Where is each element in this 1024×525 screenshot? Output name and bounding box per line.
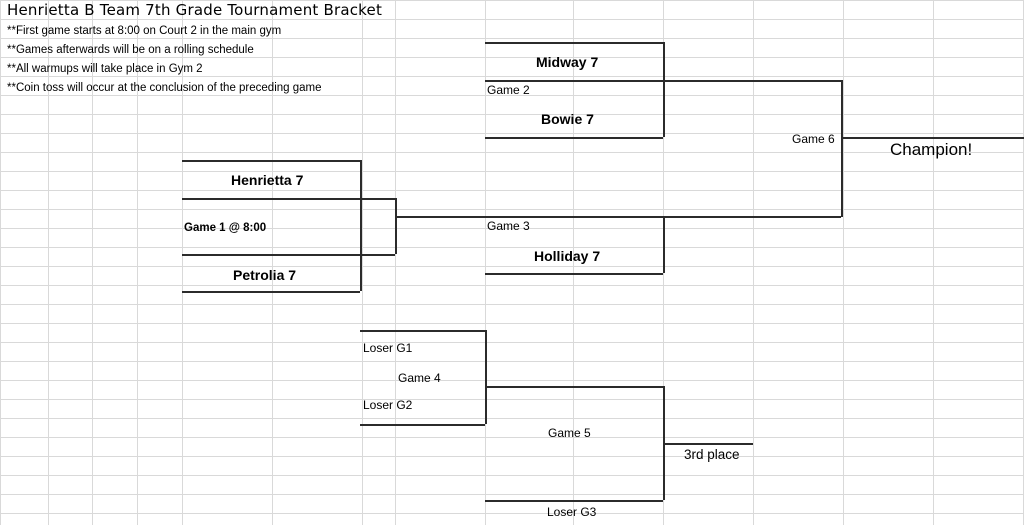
page-title: Henrietta B Team 7th Grade Tournament Br…	[7, 1, 383, 19]
grid-row-line	[0, 342, 1024, 343]
grid-row-line	[0, 513, 1024, 514]
grid-column-line	[753, 0, 754, 525]
note-line-2: **Games afterwards will be on a rolling …	[7, 44, 254, 56]
game2-bottom-line	[485, 137, 663, 139]
game6-right-line	[841, 80, 843, 217]
grid-row-line	[0, 380, 1024, 381]
game2-top-line	[485, 42, 663, 44]
game3-right-line	[663, 216, 665, 273]
grid-row-line	[0, 437, 1024, 438]
game2-right-line	[663, 42, 665, 137]
game4-right-line	[485, 330, 487, 424]
game4-top-line	[360, 330, 485, 332]
grid-row-line	[0, 114, 1024, 115]
grid-row-line	[0, 171, 1024, 172]
team-bowie: Bowie 7	[541, 111, 594, 127]
game2-label: Game 2	[487, 83, 530, 97]
team-henrietta: Henrietta 7	[231, 172, 304, 188]
grid-row-line	[0, 266, 1024, 267]
game3-label: Game 3	[487, 219, 530, 233]
grid-row-line	[0, 475, 1024, 476]
grid-row-line	[0, 247, 1024, 248]
grid-column-line	[0, 0, 1, 525]
game4-label: Game 4	[398, 371, 441, 385]
team-petrolia: Petrolia 7	[233, 267, 297, 283]
note-line-1: **First game starts at 8:00 on Court 2 i…	[7, 25, 282, 37]
grid-row-line	[0, 133, 1024, 134]
grid-row-line	[0, 304, 1024, 305]
team-holliday: Holliday 7	[534, 248, 601, 264]
note-line-3: **All warmups will take place in Gym 2	[7, 63, 203, 75]
game1-label: Game 1 @ 8:00	[184, 222, 267, 234]
third-place-label: 3rd place	[684, 447, 740, 462]
grid-row-line	[0, 190, 1024, 191]
grid-row-line	[0, 399, 1024, 400]
loser-g1-label: Loser G1	[363, 341, 413, 355]
champion-line	[841, 137, 1024, 139]
grid-column-line	[485, 0, 486, 525]
grid-row-line	[0, 418, 1024, 419]
grid-column-line	[362, 0, 363, 525]
game6-top-line	[663, 80, 841, 82]
game1-bottom-line	[182, 291, 360, 293]
grid-column-line	[395, 0, 396, 525]
grid-column-line	[933, 0, 934, 525]
game5-bottom-line	[485, 500, 663, 502]
grid-row-line	[0, 361, 1024, 362]
grid-column-line	[843, 0, 844, 525]
team-midway: Midway 7	[536, 54, 599, 70]
game5-top-line	[485, 386, 663, 388]
game1-upper-line	[182, 198, 395, 200]
game1-top-line	[182, 160, 360, 162]
note-line-4: **Coin toss will occur at the conclusion…	[7, 82, 322, 94]
grid-row-line	[0, 323, 1024, 324]
grid-row-line	[0, 209, 1024, 210]
game1-outer-right-line	[395, 198, 397, 254]
grid-row-line	[0, 494, 1024, 495]
game1-inner-right-line	[360, 160, 362, 291]
game3-bottom-line	[485, 273, 663, 275]
grid-row-line	[0, 456, 1024, 457]
loser-g3-label: Loser G3	[547, 505, 597, 519]
game3-top-line	[395, 216, 841, 218]
game2-middle-line	[485, 80, 663, 82]
game6-label: Game 6	[792, 132, 835, 146]
grid-row-line	[0, 152, 1024, 153]
grid-row-line	[0, 285, 1024, 286]
loser-g2-label: Loser G2	[363, 398, 413, 412]
third-place-line	[663, 443, 753, 445]
game4-bottom-line	[360, 424, 485, 426]
champion-label: Champion!	[890, 140, 973, 159]
game1-lower-line	[182, 254, 395, 256]
game5-label: Game 5	[548, 426, 591, 440]
